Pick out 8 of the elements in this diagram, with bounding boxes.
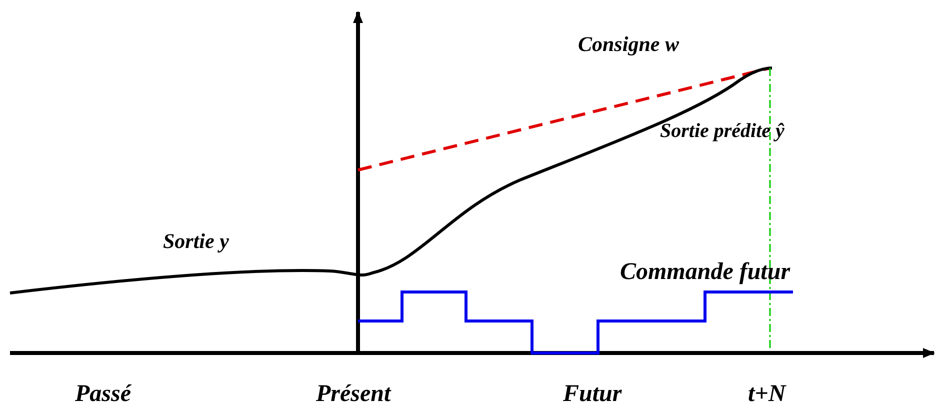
axis-label: Présent xyxy=(316,382,391,406)
axis-label: Passé xyxy=(75,382,131,406)
curve-label: Commande futur xyxy=(620,260,790,284)
curve-label: Sortie y xyxy=(163,231,229,252)
axis-label: t+N xyxy=(748,382,786,406)
curve-label: Sortie prédite ŷ xyxy=(660,121,784,141)
axis-label: Futur xyxy=(563,382,622,406)
curve-label: Consigne w xyxy=(578,34,679,55)
